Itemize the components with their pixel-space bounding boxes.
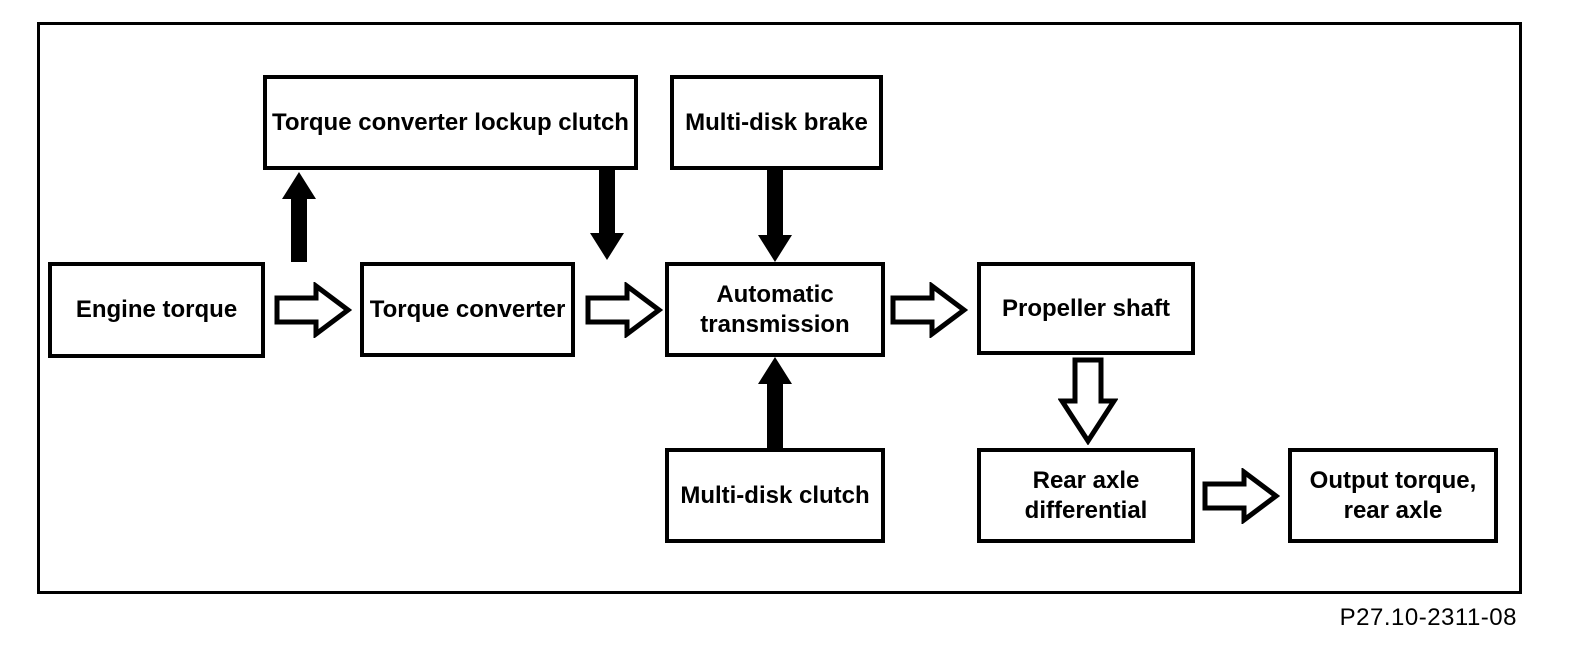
box-rear-axle-differential: Rear axle differential xyxy=(977,448,1195,543)
hollow-right-arrow-icon xyxy=(274,282,352,338)
solid-down-arrow-icon xyxy=(590,170,624,260)
hollow-right-arrow-icon xyxy=(1202,468,1280,524)
hollow-down-arrow-icon xyxy=(1058,357,1118,445)
box-label: Multi-disk clutch xyxy=(680,481,870,509)
box-label: Multi-disk brake xyxy=(685,108,868,136)
box-label: Output torque, rear axle xyxy=(1309,466,1477,524)
box-label: Rear axle differential xyxy=(1024,466,1148,524)
box-multi-disk-brake: Multi-disk brake xyxy=(670,75,883,170)
box-propeller-shaft: Propeller shaft xyxy=(977,262,1195,355)
figure-number: P27.10-2311-08 xyxy=(1339,604,1517,631)
box-label: Torque converter lockup clutch xyxy=(272,108,629,136)
box-torque-converter-lockup-clutch: Torque converter lockup clutch xyxy=(263,75,638,170)
box-label: Engine torque xyxy=(75,296,238,323)
solid-up-arrow-icon xyxy=(282,172,316,262)
solid-down-arrow-icon xyxy=(758,170,792,262)
box-output-torque-rear-axle: Output torque, rear axle xyxy=(1288,448,1498,543)
box-multi-disk-clutch: Multi-disk clutch xyxy=(665,448,885,543)
box-label: Automatic transmission xyxy=(700,280,850,338)
box-label: Propeller shaft xyxy=(1001,294,1171,322)
hollow-right-arrow-icon xyxy=(585,282,663,338)
box-automatic-transmission: Automatic transmission xyxy=(665,262,885,357)
hollow-right-arrow-icon xyxy=(890,282,968,338)
box-torque-converter: Torque converter xyxy=(360,262,575,357)
solid-up-arrow-icon xyxy=(758,357,792,448)
box-engine-torque: Engine torque xyxy=(48,262,265,358)
box-label: Torque converter xyxy=(369,295,566,323)
